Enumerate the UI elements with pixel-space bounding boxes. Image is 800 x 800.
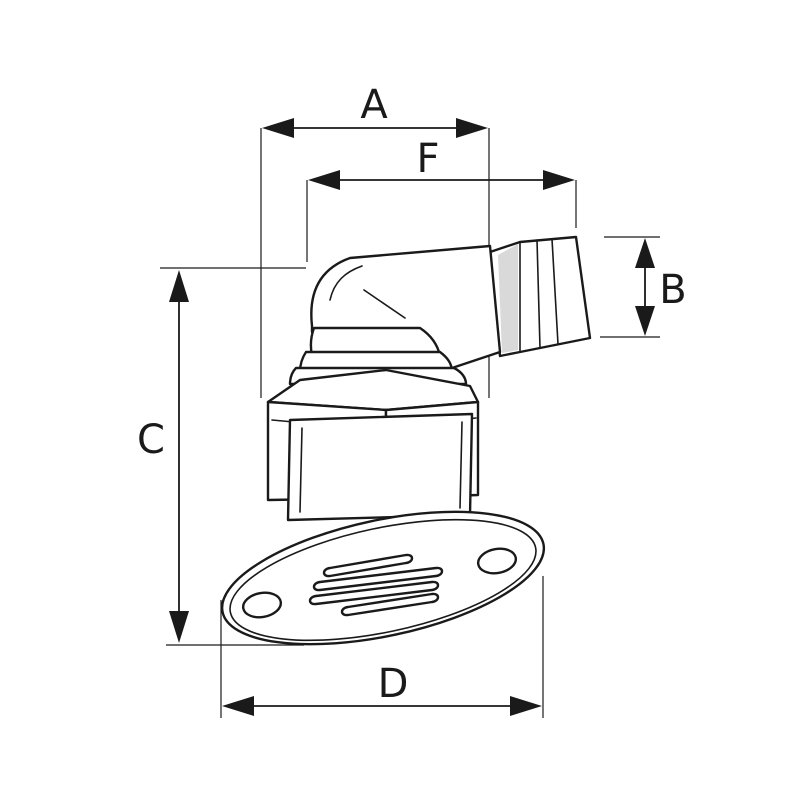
elbow-highlight — [363, 289, 406, 319]
shaft-inner-left — [299, 427, 303, 513]
dimension-a: A — [262, 82, 488, 138]
arrow-b-top — [635, 238, 655, 268]
hose-barb-ridge-2 — [536, 239, 541, 349]
grille-slot-4 — [340, 592, 440, 617]
hose-barb-shading — [498, 244, 518, 353]
screw-hole-right — [476, 547, 518, 575]
hose-barb — [488, 235, 592, 358]
dimension-f: F — [308, 136, 575, 190]
arrow-f-left — [308, 170, 340, 190]
flange-rim — [229, 518, 537, 642]
dimension-label-d: D — [378, 661, 409, 707]
dimension-label-a: A — [360, 82, 388, 128]
elbow-inner-curve — [329, 265, 363, 301]
arrow-c-bottom — [169, 611, 189, 643]
arrow-d-left — [222, 696, 254, 716]
shaft-body — [286, 412, 474, 522]
hose-barb-ridge-3 — [551, 238, 559, 345]
arrow-c-top — [169, 270, 189, 302]
extension-lines — [160, 128, 660, 718]
grille-slot-2 — [312, 566, 444, 592]
grille-slots — [308, 553, 444, 617]
arrow-f-right — [543, 170, 575, 190]
arrow-a-left — [262, 118, 294, 138]
screw-hole-left — [241, 591, 283, 619]
grille-slot-3 — [308, 580, 440, 606]
grille-slot-1 — [322, 553, 414, 578]
dimension-b: B — [635, 238, 687, 336]
dimension-label-c: C — [137, 417, 165, 463]
dimension-d: D — [222, 661, 542, 716]
dimension-label-b: B — [659, 267, 686, 313]
arrow-a-right — [456, 118, 488, 138]
dimension-label-f: F — [416, 136, 439, 182]
dimension-c: C — [137, 270, 189, 643]
arrow-d-right — [510, 696, 542, 716]
shaft-inner-right — [459, 421, 463, 509]
arrow-b-bottom — [635, 306, 655, 336]
body-shaft — [286, 412, 474, 522]
